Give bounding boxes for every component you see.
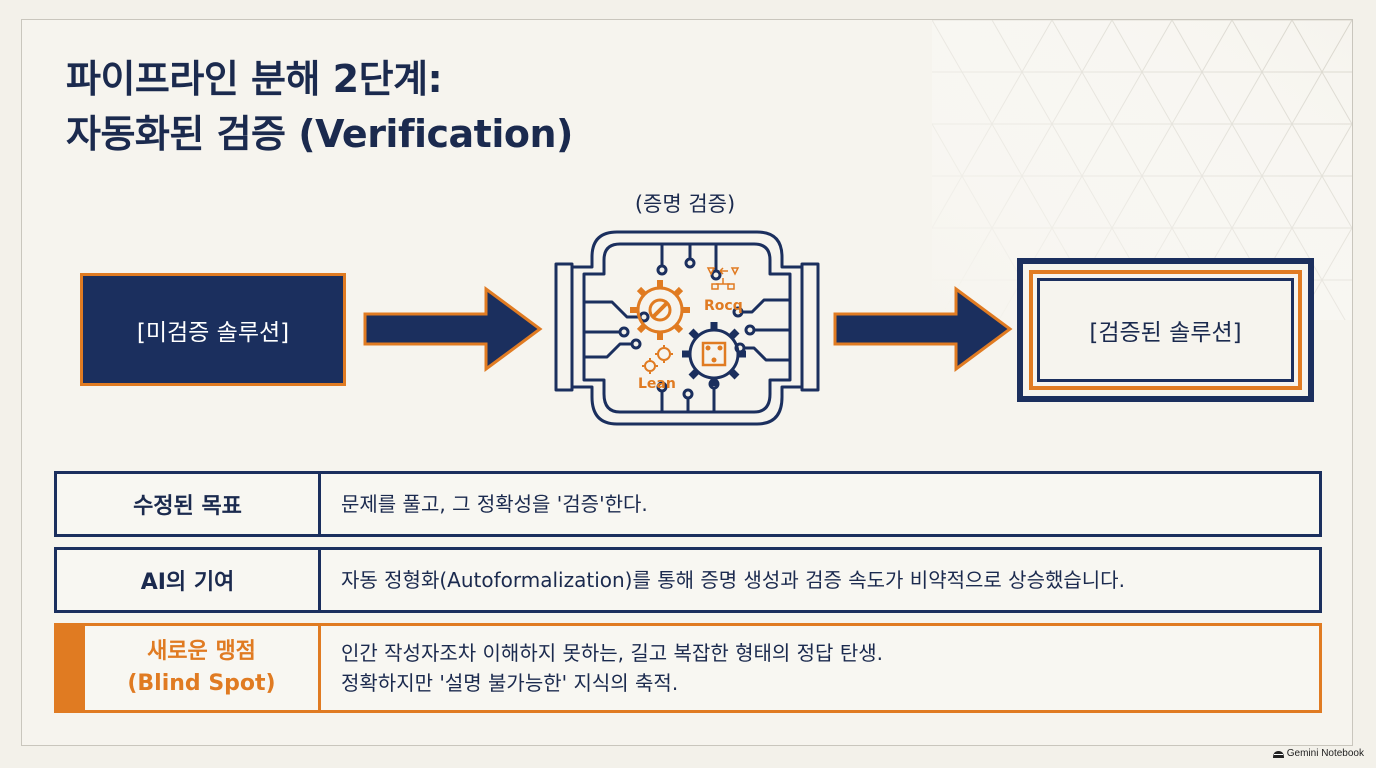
proof-verification-caption: (증명 검증) [634,192,736,216]
arrow-right-icon [833,286,1013,372]
gemini-logo-icon [1272,751,1284,758]
title-line-1: 파이프라인 분해 2단계: [66,57,443,101]
row-value: 문제를 풀고, 그 정확성을 '검증'한다. [341,492,648,516]
row-label: 새로운 맹점 (Blind Spot) [85,626,321,710]
table-row-goal: 수정된 목표 문제를 풀고, 그 정확성을 '검증'한다. [54,471,1322,537]
lean-label: Lean [638,376,676,392]
row-label: 수정된 목표 [57,474,321,534]
title-line-2: 자동화된 검증 (Verification) [66,112,573,156]
table-row-blind-spot: 새로운 맹점 (Blind Spot) 인간 작성자조차 이해하지 못하는, 길… [54,623,1322,713]
unverified-solution-box: [미검증 솔루션] [80,273,346,386]
navy-gear-icon [682,322,746,386]
rocq-label: Rocq [704,298,743,314]
row-value-line-2: 정확하지만 '설명 불가능한' 지식의 축적. [341,671,679,695]
unverified-solution-label: [미검증 솔루션] [136,319,290,346]
verification-engine-icon: Rocq Lean [554,230,820,426]
accent-bar [57,626,85,710]
verified-solution-box: [검증된 솔루션] [1017,258,1314,402]
table-row-ai-contribution: AI의 기여 자동 정형화(Autoformalization)를 통해 증명 … [54,547,1322,613]
watermark-text: Gemini Notebook [1286,748,1364,759]
row-value-line-1: 인간 작성자조차 이해하지 못하는, 길고 복잡한 형태의 정답 탄생. [341,641,883,665]
slide-title: 파이프라인 분해 2단계: 자동화된 검증 (Verification) [66,52,573,162]
row-value: 자동 정형화(Autoformalization)를 통해 증명 생성과 검증 … [341,568,1125,592]
orange-gear-icon [630,280,690,340]
watermark: Gemini Notebook [1272,748,1364,759]
row-label: AI의 기여 [57,550,321,610]
verified-solution-label: [검증된 솔루션] [1089,320,1242,346]
arrow-right-icon [363,286,543,372]
